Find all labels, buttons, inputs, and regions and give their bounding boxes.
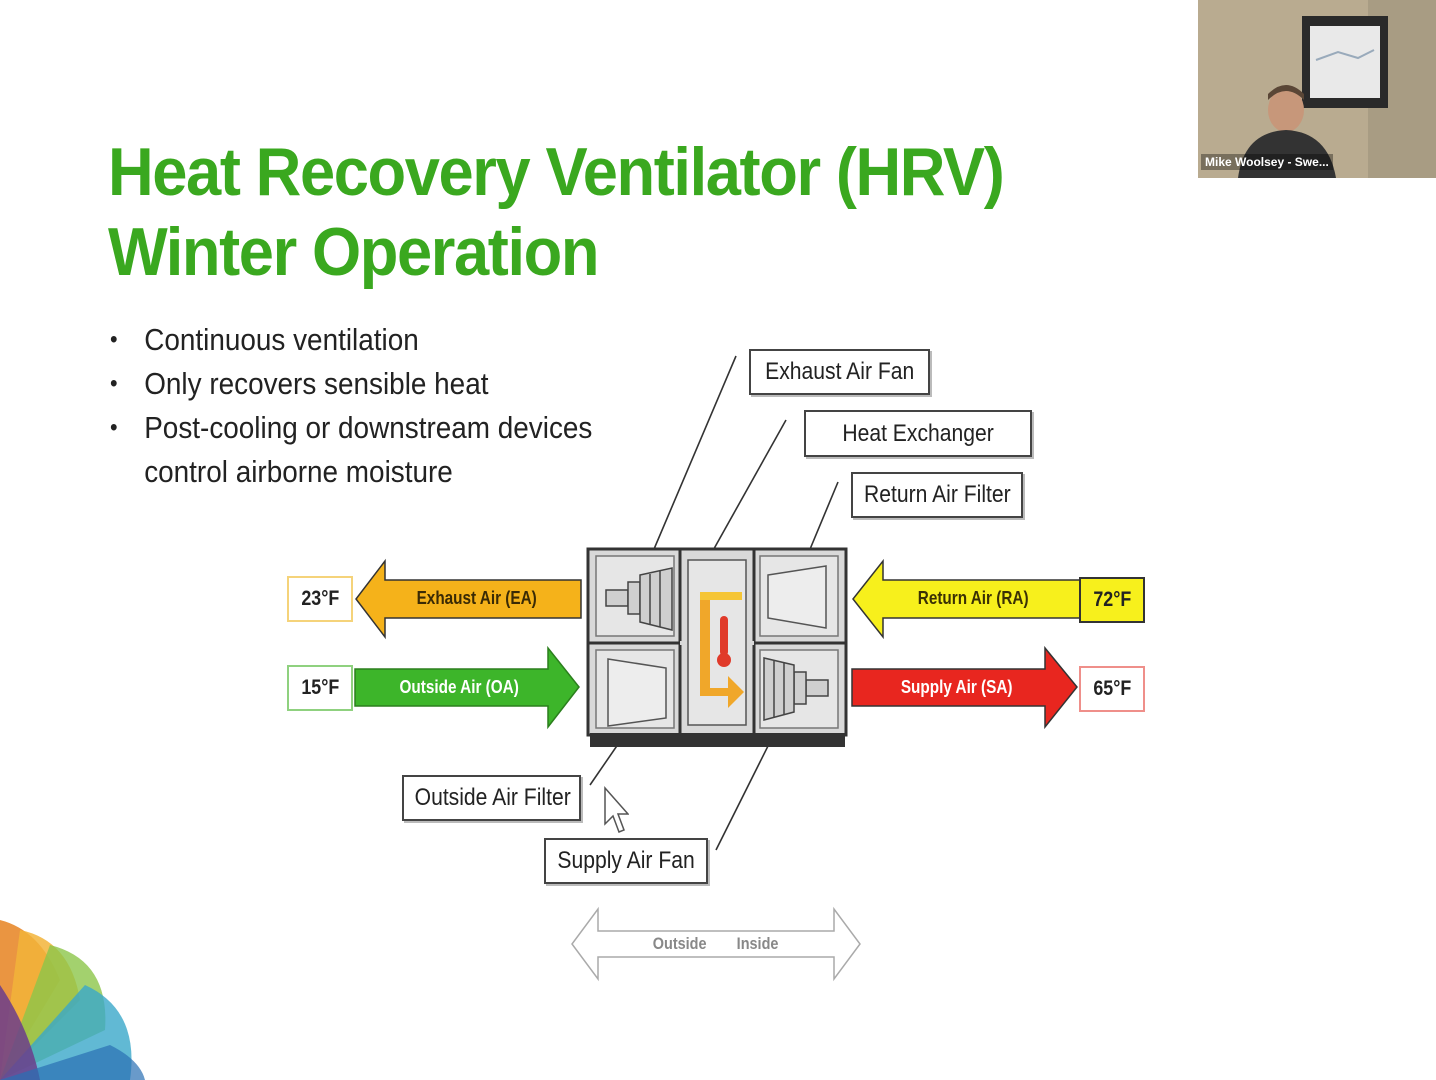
bullet-list: Continuous ventilation Only recovers sen… bbox=[110, 318, 650, 494]
label-outside-air-filter: Outside Air Filter bbox=[402, 775, 581, 821]
temp-supply-air: 65°F bbox=[1079, 666, 1145, 712]
participant-name: Mike Woolsey - Swe... bbox=[1201, 154, 1333, 170]
slide-title-line-2: Winter Operation bbox=[108, 214, 599, 290]
return-air-filter-shape bbox=[767, 565, 827, 629]
supply-fan-shape bbox=[763, 657, 829, 721]
direction-outside-label: Outside bbox=[653, 934, 707, 953]
exhaust-air-arrow bbox=[355, 558, 582, 640]
bullet-item: Only recovers sensible heat bbox=[110, 362, 650, 406]
label-exhaust-air-fan: Exhaust Air Fan bbox=[749, 349, 930, 395]
direction-inside-label: Inside bbox=[737, 934, 779, 953]
label-return-air-filter: Return Air Filter bbox=[851, 472, 1023, 518]
label-heat-exchanger: Heat Exchanger bbox=[804, 410, 1032, 457]
heat-exchanger-flow bbox=[700, 592, 744, 708]
exhaust-fan-shape bbox=[605, 567, 673, 631]
label-supply-air-fan: Supply Air Fan bbox=[544, 838, 708, 884]
outside-air-filter-shape bbox=[607, 658, 667, 727]
temp-outside-air: 15°F bbox=[287, 665, 353, 711]
outside-air-label: Outside Air (OA) bbox=[399, 677, 519, 697]
logo-icon bbox=[0, 920, 145, 1080]
temp-exhaust-air: 23°F bbox=[287, 576, 353, 622]
temp-return-air: 72°F bbox=[1079, 577, 1145, 623]
return-air-label: Return Air (RA) bbox=[917, 588, 1029, 608]
direction-double-arrow bbox=[571, 906, 861, 982]
participant-video-feed bbox=[1198, 0, 1436, 178]
slide-title: Heat Recovery Ventilator (HRV) Winter Op… bbox=[108, 132, 1005, 292]
slide-title-line-1: Heat Recovery Ventilator (HRV) bbox=[108, 134, 1005, 210]
supply-air-label: Supply Air (SA) bbox=[901, 677, 1013, 697]
mouse-cursor-icon bbox=[604, 786, 629, 833]
supply-air-arrow bbox=[851, 645, 1078, 730]
bullet-item: Continuous ventilation bbox=[110, 318, 650, 362]
return-air-arrow bbox=[852, 558, 1081, 640]
bullet-item: Post-cooling or downstream devices contr… bbox=[110, 406, 650, 494]
exhaust-air-label: Exhaust Air (EA) bbox=[416, 588, 538, 608]
participant-video-tile[interactable]: Mike Woolsey - Swe... bbox=[1198, 0, 1436, 178]
outside-air-arrow bbox=[354, 645, 580, 730]
